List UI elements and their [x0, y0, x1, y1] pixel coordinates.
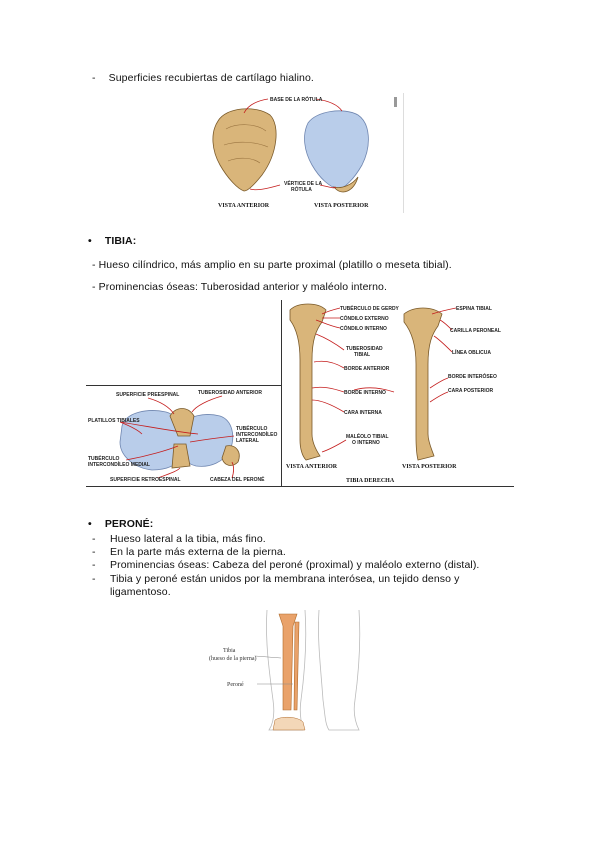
- label-hueso-pierna: (hueso de la pierna): [209, 655, 256, 662]
- label-borde-interoseo: BORDE INTERÓSEO: [448, 372, 497, 380]
- list-item: -Prominencias óseas: Cabeza del peroné (…: [92, 559, 480, 572]
- caption-vista-anterior-tibia: VISTA ANTERIOR: [286, 464, 338, 470]
- label-tuberculo-lateral-2: INTERCONDÍLEO: [236, 430, 278, 438]
- tibia-anterior-shape: [289, 303, 327, 461]
- patella-illustration: BASE DE LA RÓTULA VÉRTICE DE LA RÓTULA V…: [212, 95, 397, 209]
- list-item: -Hueso lateral a la tibia, más fino.: [92, 533, 266, 545]
- intro-line: - Superficies recubiertas de cartílago h…: [92, 72, 314, 84]
- perone-list: -Hueso lateral a la tibia, más fino. -En…: [92, 533, 522, 599]
- leg-tibia-bone: [278, 613, 298, 711]
- tibia-posterior-shape: [403, 307, 443, 461]
- label-tuberosidad-tibial-2: TIBIAL: [354, 352, 370, 358]
- label-tibia: Tibia: [223, 648, 236, 654]
- label-borde-anterior: BORDE ANTERIOR: [344, 366, 390, 372]
- arrow: [319, 184, 337, 189]
- list-item-continuation: ligamentoso.: [110, 585, 171, 598]
- caption-tibia-derecha: TIBIA DERECHA: [346, 478, 395, 484]
- caption-vista-posterior-tibia: VISTA POSTERIOR: [402, 464, 457, 470]
- label-vertice-1: VÉRTICE DE LA: [284, 179, 322, 187]
- label-tuberosidad-tibial-1: TUBEROSIDAD: [346, 346, 383, 352]
- tibia-long-figure: TUBÉRCULO DE GERDY CÓNDILO EXTERNO CÓNDI…: [281, 300, 514, 487]
- arrow: [243, 98, 269, 114]
- label-maleolo-1: MALÉOLO TIBIAL: [346, 432, 389, 440]
- label-tuberculo-medial-1: TUBÉRCULO: [88, 454, 119, 462]
- label-tuberculo-lateral-1: TUBÉRCULO: [236, 424, 267, 432]
- caption-vista-anterior: VISTA ANTERIOR: [218, 203, 270, 209]
- tibia-line-2: - Prominencias óseas: Tuberosidad anteri…: [92, 281, 387, 293]
- dash-bullet: -: [92, 72, 96, 84]
- label-platillos-tibiales: PLATILLOS TIBIALES: [88, 418, 140, 424]
- perone-heading-text: PERONÉ:: [104, 518, 154, 530]
- leg-figure: Tibia (hueso de la pierna) Peroné: [203, 609, 393, 735]
- label-cabeza-perone: CABEZA DEL PERONÉ: [210, 475, 265, 483]
- tibia-long-illustration: TUBÉRCULO DE GERDY CÓNDILO EXTERNO CÓNDI…: [286, 303, 501, 484]
- label-maleolo-2: O INTERNO: [352, 440, 380, 446]
- label-linea-oblicua: LÍNEA OBLICUA: [452, 348, 491, 356]
- bullet-dot: •: [88, 518, 92, 530]
- tibia-line-1: - Hueso cilíndrico, más amplio en su par…: [92, 259, 452, 271]
- intro-text: Superficies recubiertas de cartílago hia…: [108, 72, 314, 84]
- label-superficie-retroespinal: SUPERFICIE RETROESPINAL: [110, 477, 181, 483]
- list-item: -Tibia y peroné están unidos por la memb…: [92, 572, 460, 585]
- tibia-heading: • TIBIA:: [88, 235, 136, 247]
- caption-vista-posterior: VISTA POSTERIOR: [314, 203, 369, 209]
- patella-figure: BASE DE LA RÓTULA VÉRTICE DE LA RÓTULA V…: [196, 93, 404, 213]
- tibia-heading-text: TIBIA:: [104, 235, 137, 247]
- patella-anterior-shape: [212, 108, 277, 192]
- label-borde-interno: BORDE INTERNO: [344, 390, 386, 396]
- bullet-dot: •: [88, 235, 92, 247]
- arrow: [315, 98, 343, 112]
- tibia-plateau-illustration: SUPERFICIE PREESPINAL TUBEROSIDAD ANTERI…: [88, 390, 278, 483]
- tibia-plateau-figure: SUPERFICIE PREESPINAL TUBEROSIDAD ANTERI…: [86, 385, 281, 487]
- label-superficie-preespinal: SUPERFICIE PREESPINAL: [116, 392, 179, 398]
- patella-posterior-shape: [304, 110, 369, 190]
- label-condilo-interno: CÓNDILO INTERNO: [340, 324, 387, 332]
- label-carilla-peroneal: CARILLA PERONEAL: [450, 328, 501, 334]
- label-tuberculo-medial-2: INTERCONDÍLEO MEDIAL: [88, 460, 150, 468]
- label-condilo-externo: CÓNDILO EXTERNO: [340, 314, 389, 322]
- label-perone: Peroné: [227, 682, 244, 688]
- perone-heading: • PERONÉ:: [88, 518, 153, 530]
- leg-outline-right: [318, 609, 361, 731]
- label-espina-tibial: ESPINA TIBIAL: [456, 306, 492, 312]
- leg-perone-bone: [293, 621, 300, 711]
- scrollbar-mark: [394, 97, 397, 107]
- label-base-rotula: BASE DE LA RÓTULA: [270, 95, 323, 103]
- arrow: [249, 184, 281, 191]
- label-tuberculo-lateral-3: LATERAL: [236, 438, 259, 444]
- label-vertice-2: RÓTULA: [291, 185, 312, 193]
- label-cara-interna: CARA INTERNA: [344, 410, 382, 416]
- label-tuberosidad-anterior: TUBEROSIDAD ANTERIOR: [198, 390, 262, 396]
- label-cara-posterior: CARA POSTERIOR: [448, 388, 493, 394]
- list-item: -En la parte más externa de la pierna.: [92, 546, 286, 559]
- label-tuberculo-gerdy: TUBÉRCULO DE GERDY: [340, 304, 400, 312]
- leg-illustration: Tibia (hueso de la pierna) Peroné: [209, 609, 361, 731]
